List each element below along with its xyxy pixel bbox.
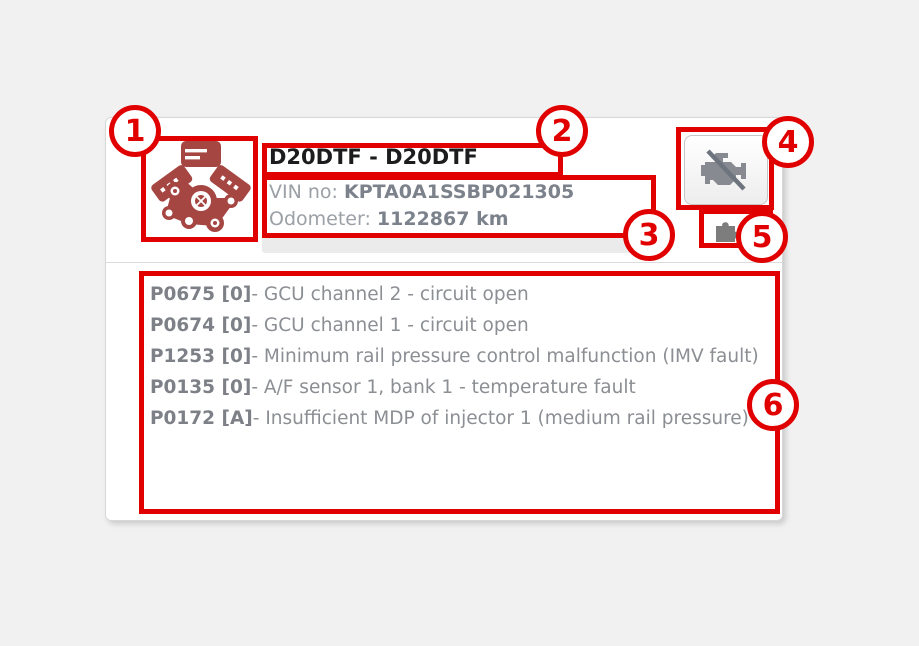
dtc-code: P0674 [0] — [150, 315, 252, 336]
dtc-item[interactable]: P0675 [0] - GCU channel 2 - circuit open — [150, 279, 765, 310]
mil-status-button[interactable] — [684, 135, 768, 205]
dtc-description: - Minimum rail pressure control malfunct… — [251, 346, 759, 367]
odometer-value: 1122867 km — [376, 208, 509, 230]
dtc-description: - GCU channel 1 - circuit open — [251, 315, 529, 336]
vin-row: VIN no: KPTA0A1SSBP021305 — [269, 181, 574, 203]
odometer-row: Odometer: 1122867 km — [269, 208, 509, 230]
dtc-description: - Insufficient MDP of injector 1 (medium… — [252, 408, 749, 429]
dtc-code: P1253 [0] — [150, 346, 252, 367]
card-divider — [106, 262, 782, 263]
puzzle-icon[interactable] — [711, 214, 741, 244]
odometer-label: Odometer: — [269, 208, 371, 230]
vin-label: VIN no: — [269, 181, 338, 203]
dtc-item[interactable]: P0135 [0] - A/F sensor 1, bank 1 - tempe… — [150, 372, 765, 403]
dtc-description: - GCU channel 2 - circuit open — [251, 284, 529, 305]
dtc-code: P0675 [0] — [150, 284, 252, 305]
check-engine-off-icon — [701, 149, 746, 191]
dtc-list[interactable]: P0675 [0] - GCU channel 2 - circuit open… — [150, 279, 765, 434]
module-title: D20DTF - D20DTF — [269, 145, 478, 169]
dtc-code: P0135 [0] — [150, 377, 252, 398]
info-panel-footer — [262, 237, 652, 253]
engine-icon — [151, 141, 251, 232]
dtc-code: P0172 [A] — [150, 408, 253, 429]
dtc-item[interactable]: P0674 [0] - GCU channel 1 - circuit open — [150, 310, 765, 341]
dtc-item[interactable]: P0172 [A] - Insufficient MDP of injector… — [150, 403, 765, 434]
vin-value: KPTA0A1SSBP021305 — [343, 181, 575, 203]
dtc-description: - A/F sensor 1, bank 1 - temperature fau… — [251, 377, 636, 398]
dtc-item[interactable]: P1253 [0] - Minimum rail pressure contro… — [150, 341, 765, 372]
